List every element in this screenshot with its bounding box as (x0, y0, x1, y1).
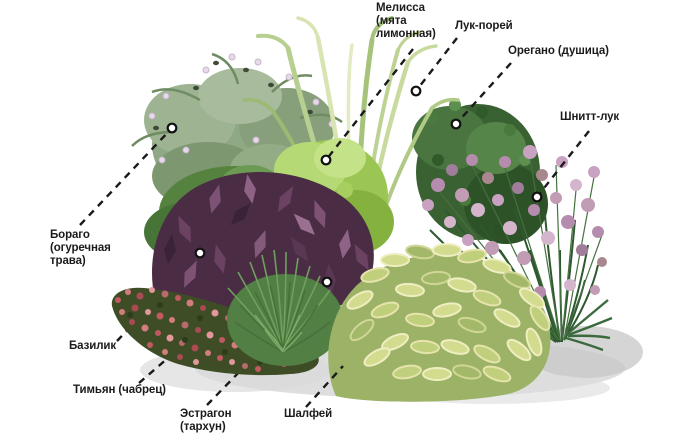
label-thyme: Тимьян (чабрец) (73, 384, 166, 396)
marker-oregano (450, 118, 462, 130)
marker-basil (194, 247, 206, 259)
plant-markers (166, 85, 543, 288)
label-leek: Лук-порей (455, 20, 513, 32)
marker-melissa (320, 154, 332, 166)
marker-leek (410, 85, 422, 97)
leader-line-oregano (455, 62, 512, 125)
label-basil: Базилик (69, 340, 117, 352)
leader-line-chives (536, 130, 590, 198)
leader-line-thyme (138, 357, 169, 384)
marker-chives (531, 191, 543, 203)
leader-line-leek (415, 37, 458, 92)
leader-line-sage (305, 365, 344, 408)
leader-line-melissa (325, 48, 414, 161)
plant-tarragon (227, 249, 343, 366)
leader-lines (79, 37, 590, 408)
label-sage: Шалфей (284, 408, 333, 420)
label-chives: Шнитт-лук (560, 111, 620, 123)
chive-flowers (422, 145, 607, 298)
leader-line-borage (79, 127, 173, 226)
plant-oregano (412, 99, 548, 244)
marker-tarragon (321, 276, 333, 288)
label-melissa: Мелисса (мята лимонная) (376, 2, 436, 40)
marker-borage (166, 122, 178, 134)
label-borage: Бораго (огуречная трава) (50, 229, 111, 267)
plant-sage (328, 243, 551, 402)
label-tarragon: Эстрагон (тархун) (180, 408, 232, 433)
label-oregano: Орегано (душица) (508, 45, 609, 57)
plant-chives (422, 145, 613, 352)
